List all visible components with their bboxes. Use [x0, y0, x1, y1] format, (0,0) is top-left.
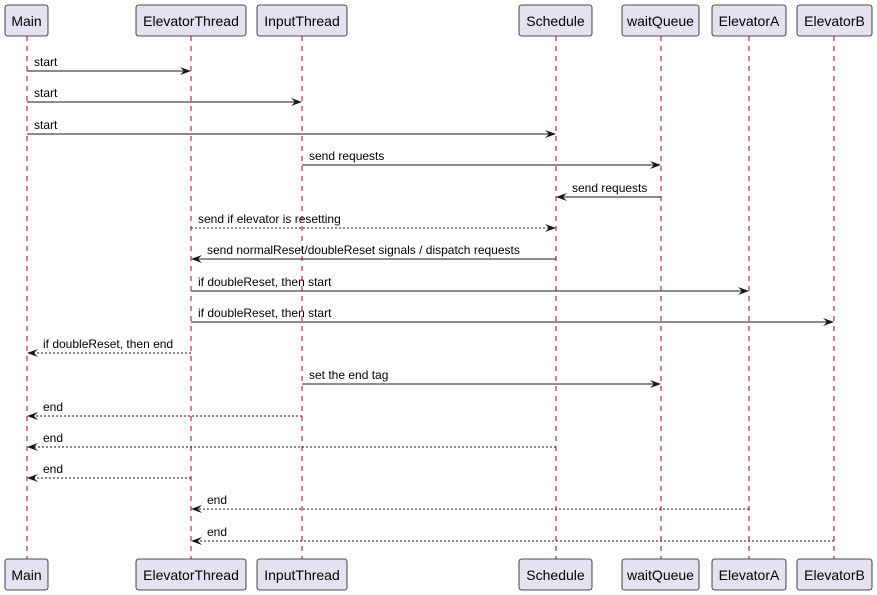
message-3: start	[27, 118, 556, 138]
message-15: end	[191, 493, 749, 513]
participant-label: Schedule	[526, 567, 585, 583]
participant-box	[256, 4, 348, 37]
participant-box	[135, 4, 247, 37]
arrowhead	[27, 443, 38, 451]
message-label: set the end tag	[309, 368, 388, 382]
participant-label: Main	[11, 13, 41, 29]
message-13: end	[27, 431, 556, 451]
participant-box	[4, 558, 49, 591]
participant-label: ElevatorB	[804, 13, 865, 29]
participant-elevatora-top: ElevatorA	[711, 4, 787, 37]
participant-main-top: Main	[4, 4, 49, 37]
participant-box	[796, 4, 873, 37]
participant-main-bottom: Main	[4, 558, 49, 591]
arrowhead	[545, 130, 556, 138]
participant-label: Main	[11, 567, 41, 583]
message-label: end	[43, 400, 63, 414]
participant-label: ElevatorThread	[143, 13, 239, 29]
participant-schedule-bottom: Schedule	[518, 558, 593, 591]
participant-elevatorb-bottom: ElevatorB	[796, 558, 873, 591]
message-2: start	[27, 86, 302, 106]
message-9: if doubleReset, then start	[191, 306, 834, 326]
arrowhead	[556, 193, 567, 201]
message-8: if doubleReset, then start	[191, 275, 749, 295]
arrowhead	[191, 255, 202, 263]
arrowhead	[180, 67, 191, 75]
participant-inputthread-top: InputThread	[256, 4, 348, 37]
participant-label: ElevatorA	[719, 13, 780, 29]
participant-label: waitQueue	[626, 13, 694, 29]
message-10: if doubleReset, then end	[27, 337, 191, 357]
participant-label: InputThread	[264, 567, 340, 583]
message-label: send if elevator is resetting	[198, 212, 341, 226]
arrowhead	[650, 380, 661, 388]
participant-box	[621, 558, 700, 591]
message-label: end	[43, 462, 63, 476]
participant-waitqueue-top: waitQueue	[621, 4, 700, 37]
arrowhead	[191, 537, 202, 545]
participant-waitqueue-bottom: waitQueue	[621, 558, 700, 591]
participant-box	[4, 4, 49, 37]
participant-elevatora-bottom: ElevatorA	[711, 558, 787, 591]
participant-elevatorthread-bottom: ElevatorThread	[135, 558, 247, 591]
message-label: if doubleReset, then start	[198, 306, 332, 320]
participant-label: Schedule	[526, 13, 585, 29]
participant-label: InputThread	[264, 13, 340, 29]
message-label: send requests	[309, 149, 384, 163]
participant-schedule-top: Schedule	[518, 4, 593, 37]
participant-box	[711, 4, 787, 37]
participant-label: ElevatorB	[804, 567, 865, 583]
message-label: end	[43, 431, 63, 445]
arrowhead	[191, 505, 202, 513]
participant-box	[711, 558, 787, 591]
arrowhead	[291, 98, 302, 106]
message-12: end	[27, 400, 302, 420]
participant-box	[796, 558, 873, 591]
arrowhead	[738, 287, 749, 295]
participant-label: ElevatorThread	[143, 567, 239, 583]
participant-box	[256, 558, 348, 591]
message-label: send requests	[572, 181, 647, 195]
participant-label: waitQueue	[626, 567, 694, 583]
message-label: start	[34, 118, 58, 132]
arrowhead	[545, 224, 556, 232]
message-1: start	[27, 55, 191, 75]
message-4: send requests	[302, 149, 661, 169]
arrowhead	[27, 412, 38, 420]
message-7: send normalReset/doubleReset signals / d…	[191, 243, 556, 263]
arrowhead	[823, 318, 834, 326]
participant-label: ElevatorA	[719, 567, 780, 583]
participant-inputthread-bottom: InputThread	[256, 558, 348, 591]
message-label: send normalReset/doubleReset signals / d…	[207, 243, 520, 257]
participant-box	[135, 558, 247, 591]
arrowhead	[27, 474, 38, 482]
message-11: set the end tag	[302, 368, 661, 388]
message-label: end	[207, 493, 227, 507]
participant-elevatorb-top: ElevatorB	[796, 4, 873, 37]
message-16: end	[191, 525, 834, 545]
message-label: if doubleReset, then end	[43, 337, 173, 351]
participant-box	[518, 558, 593, 591]
arrowhead	[650, 161, 661, 169]
message-label: start	[34, 55, 58, 69]
participant-box	[518, 4, 593, 37]
message-5: send requests	[556, 181, 661, 201]
message-label: if doubleReset, then start	[198, 275, 332, 289]
participant-box	[621, 4, 700, 37]
message-14: end	[27, 462, 191, 482]
message-6: send if elevator is resetting	[191, 212, 556, 232]
arrowhead	[27, 349, 38, 357]
participant-elevatorthread-top: ElevatorThread	[135, 4, 247, 37]
message-label: start	[34, 86, 58, 100]
message-label: end	[207, 525, 227, 539]
